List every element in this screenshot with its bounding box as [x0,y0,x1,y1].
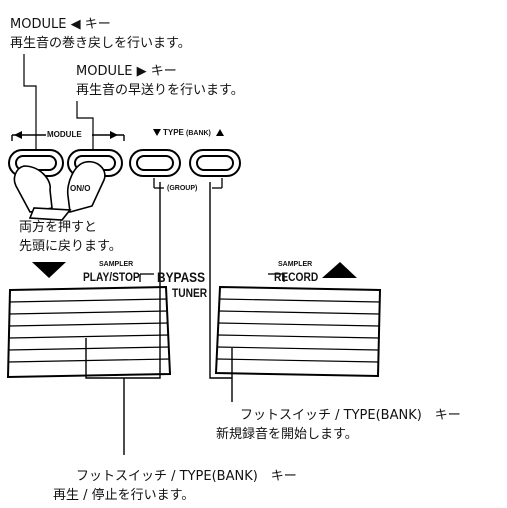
record-label: RECORD [274,270,319,284]
module-right-description: 再生音の早送りを行います。 [76,83,244,98]
record-triangle-icon [322,262,357,278]
both-press-line2: 先頭に戻ります。 [19,239,122,254]
module-panel-label: MODULE [47,130,82,139]
play-stop-label: PLAY/STOP [83,270,140,284]
leader-module-right [76,101,94,152]
right-footswitch[interactable] [214,285,382,378]
leader-record [209,182,233,402]
type-up-arrow-icon [216,129,224,136]
sampler-left-label: SAMPLER [99,261,134,268]
group-panel-label: (GROUP) [167,185,198,192]
module-left-key-label: MODULE ◀ キー [10,17,111,32]
type-down-arrow-icon [153,129,161,136]
play-stop-triangle-icon [32,262,66,278]
footswitch-play-key-label: フットスイッチ / TYPE(BANK) キー [76,469,297,484]
bank-panel-label: (BANK) [186,130,211,137]
on-off-label: ON/O [70,184,91,193]
sampler-right-label: SAMPLER [278,261,313,268]
module-left-arrow-icon [14,131,22,139]
footswitch-record-description: 新規録音を開始します。 [216,427,358,442]
module-right-arrow-icon [110,131,118,139]
type-panel-label: TYPE [163,128,184,137]
leader-module-left [23,54,37,152]
both-press-line1: 両方を押すと [19,220,98,235]
bypass-label: BYPASS [157,269,206,285]
left-footswitch[interactable] [6,285,172,379]
type-down-button[interactable] [129,149,181,177]
leader-play-stop [85,182,161,379]
fingers-illustration [13,160,106,221]
footswitch-record-key-label: フットスイッチ / TYPE(BANK) キー [240,408,461,423]
footswitch-play-description: 再生 / 停止を行います。 [53,488,195,503]
module-right-key-label: MODULE ▶ キー [76,64,177,79]
module-left-description: 再生音の巻き戻しを行います。 [10,36,191,51]
type-up-button[interactable] [189,149,241,177]
tuner-label: TUNER [172,286,208,300]
